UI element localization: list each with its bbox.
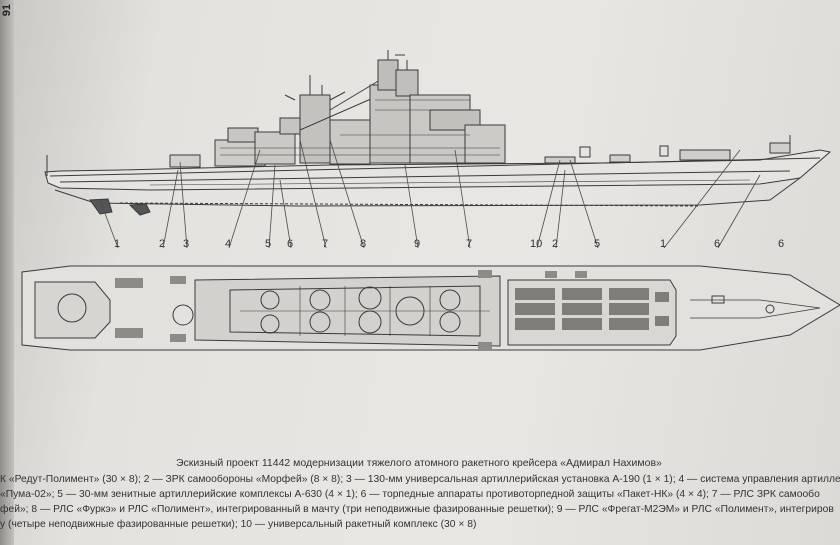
ship-side-profile [44,50,832,216]
callout-10: 10 [530,238,542,250]
callout-8: 8 [360,238,366,250]
callout-1-fore: 1 [660,238,666,250]
callout-2-fore: 2 [552,238,558,250]
callout-6-side: 6 [714,238,720,250]
figure-caption-line-1: К «Редут-Полимент» (30 × 8); 2 — ЗРК сам… [0,474,840,485]
callout-leaders [99,139,761,249]
callout-1-aft: 1 [114,238,120,250]
figure-caption-line-3: фей»; 8 — РЛС «Фуркэ» и РЛС «Полимент», … [0,504,834,515]
callout-5-aft: 5 [265,238,271,250]
callout-6-bow: 6 [778,238,784,250]
callout-5-fore: 5 [594,238,600,250]
callout-6-aft: 6 [287,238,293,250]
forward-vls-grid [515,288,669,330]
book-spine-shadow [0,0,14,545]
figure-caption-title: Эскизный проект 11442 модернизации тяжел… [176,457,662,469]
callout-7-fore: 7 [466,238,472,250]
callout-7-aft: 7 [322,238,328,250]
callout-4: 4 [225,238,231,250]
ship-top-view [21,265,840,351]
figure-caption-line-4: у (четыре неподвижные фазированные решет… [0,519,477,530]
callout-9: 9 [414,238,420,250]
callout-2-aft: 2 [159,238,165,250]
callout-3: 3 [183,238,189,250]
callout-numbers: 1 2 3 4 5 6 7 8 9 7 10 2 5 1 6 6 [114,238,784,250]
figure-caption-line-2: «Пума-02»; 5 — 30-мм зенитные артиллерий… [0,489,820,500]
